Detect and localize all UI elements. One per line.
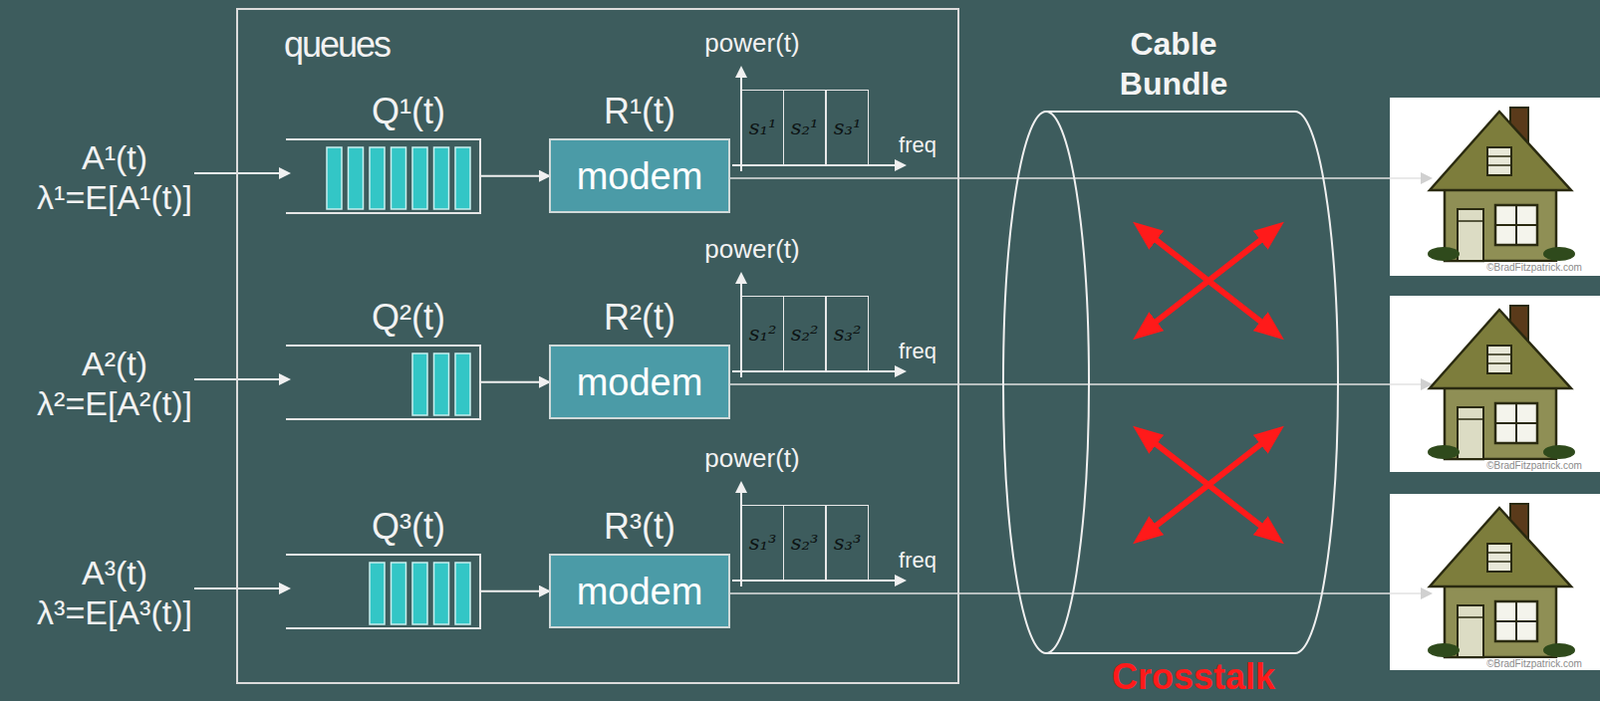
queue-body xyxy=(285,138,482,215)
slot-label: s₂¹ xyxy=(791,114,819,141)
box-label: modem xyxy=(576,154,704,199)
modem-body: modem xyxy=(548,344,731,420)
axis-label: power(t) xyxy=(704,234,800,265)
slot-label: s₃² xyxy=(833,320,862,347)
axis-label: power(t) xyxy=(704,27,800,58)
box-heading: R¹(t) xyxy=(548,90,731,133)
box-label: modem xyxy=(576,569,704,614)
crosstalk-arrows xyxy=(1140,228,1277,538)
subscriber-lines xyxy=(730,178,1431,594)
spectrum-slot: s₃¹ xyxy=(825,89,869,166)
modem-body: modem xyxy=(548,138,731,214)
box-heading: R³(t) xyxy=(548,506,731,548)
rate-label: λ²=E[A²(t)] xyxy=(36,383,193,424)
crosstalk-label: Crosstalk xyxy=(1111,657,1276,698)
axis-label: freq xyxy=(898,338,937,365)
spectrum-slot: s₃³ xyxy=(825,505,869,581)
flow-arrow xyxy=(481,590,549,593)
spectrum-slot: s₁¹ xyxy=(741,89,785,166)
slot-label: s₁³ xyxy=(749,530,778,556)
axis-label: freq xyxy=(898,547,937,574)
modem-box: R²(t) modem xyxy=(548,296,731,420)
modem-body: modem xyxy=(548,553,731,629)
spectrum-axes xyxy=(732,67,905,587)
axis-label: power(t) xyxy=(704,443,800,474)
group-heading: queues xyxy=(283,23,390,66)
slot-label: s₁¹ xyxy=(749,114,778,141)
arrival-label: A²(t) xyxy=(81,343,148,384)
input-arrows xyxy=(194,173,289,589)
flow-arrow xyxy=(481,381,549,384)
flow-arrow xyxy=(481,175,549,178)
box-heading: Q¹(t) xyxy=(310,90,507,133)
spectrum-slot: s₁² xyxy=(741,295,785,372)
slot-label: s₃³ xyxy=(833,530,862,556)
watermark: ©BradFitzpatrick.com xyxy=(1484,460,1585,473)
spectrum-slot: s₃² xyxy=(825,295,869,372)
modem-box: R³(t) modem xyxy=(548,506,731,629)
box-heading: R²(t) xyxy=(548,296,731,339)
rate-label: λ¹=E[A¹(t)] xyxy=(36,177,193,218)
queue-body xyxy=(285,344,482,421)
spectrum-slot: s₂² xyxy=(783,295,826,372)
spectrum-slot: s₂¹ xyxy=(783,89,826,166)
queue-buffer: Q²(t) xyxy=(285,296,482,421)
slot-label: s₂² xyxy=(791,320,819,347)
axis-label: freq xyxy=(898,132,937,159)
slot-label: s₁² xyxy=(749,320,778,347)
queue-buffer: Q¹(t) xyxy=(285,90,482,215)
cylinder-outline xyxy=(999,19,1348,658)
house-icons xyxy=(1427,107,1576,658)
bundle-heading: Cable Bundle xyxy=(1098,23,1249,104)
box-label: modem xyxy=(576,360,704,405)
watermark: ©BradFitzpatrick.com xyxy=(1484,262,1585,274)
rate-label: λ³=E[A³(t)] xyxy=(36,592,193,633)
box-heading: Q³(t) xyxy=(310,506,507,548)
modem-box: R¹(t) modem xyxy=(548,90,731,214)
queue-buffer: Q³(t) xyxy=(285,506,482,630)
spectrum-slot: s₂³ xyxy=(783,505,826,581)
arrival-label: A³(t) xyxy=(81,552,148,593)
box-heading: Q²(t) xyxy=(310,296,507,339)
spectrum-slot: s₁³ xyxy=(741,505,785,581)
slot-label: s₂³ xyxy=(791,530,819,556)
system-box: queuesQ¹(t) R¹(t) modem s₁¹ s₂¹ s₃¹ Q²(t) R²(t)… xyxy=(236,7,960,685)
cable-bundle: Cable Bundle xyxy=(999,19,1348,658)
slot-label: s₃¹ xyxy=(833,114,862,141)
arrival-label: A¹(t) xyxy=(81,137,148,178)
watermark: ©BradFitzpatrick.com xyxy=(1484,658,1585,671)
queue-body xyxy=(285,553,482,630)
